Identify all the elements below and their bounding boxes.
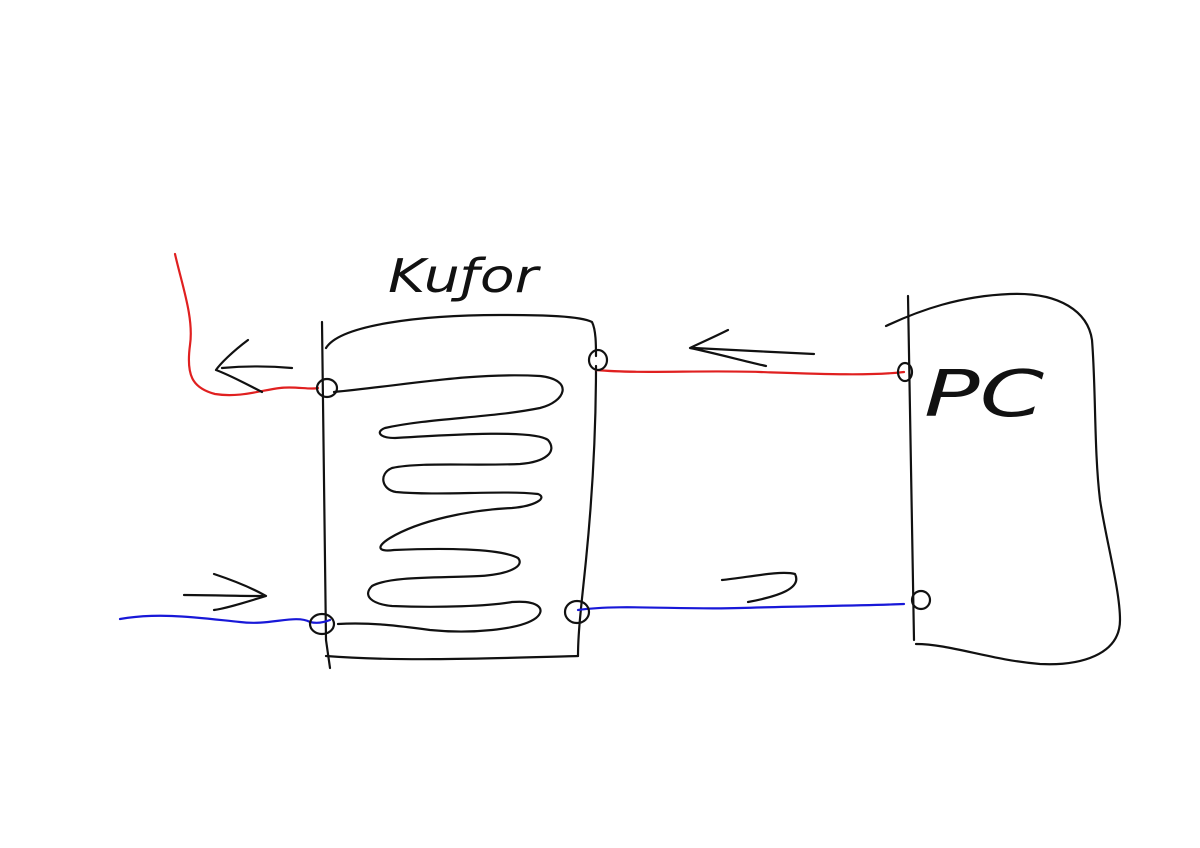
cold-circuit <box>118 602 906 624</box>
buffer-tank-label: Kuƒor <box>388 249 542 303</box>
hot-circuit <box>173 252 906 397</box>
cold-in-arrow <box>182 572 268 612</box>
pc-unit-icon <box>884 292 1122 666</box>
hot-return-arrow <box>688 328 816 368</box>
hot-out-arrow <box>214 338 294 394</box>
buffer-tank-icon <box>320 313 598 670</box>
port-icon <box>308 348 932 636</box>
pc-label: PC <box>924 358 1044 432</box>
coil-icon <box>332 374 564 633</box>
cold-feed-arrow <box>720 571 798 604</box>
